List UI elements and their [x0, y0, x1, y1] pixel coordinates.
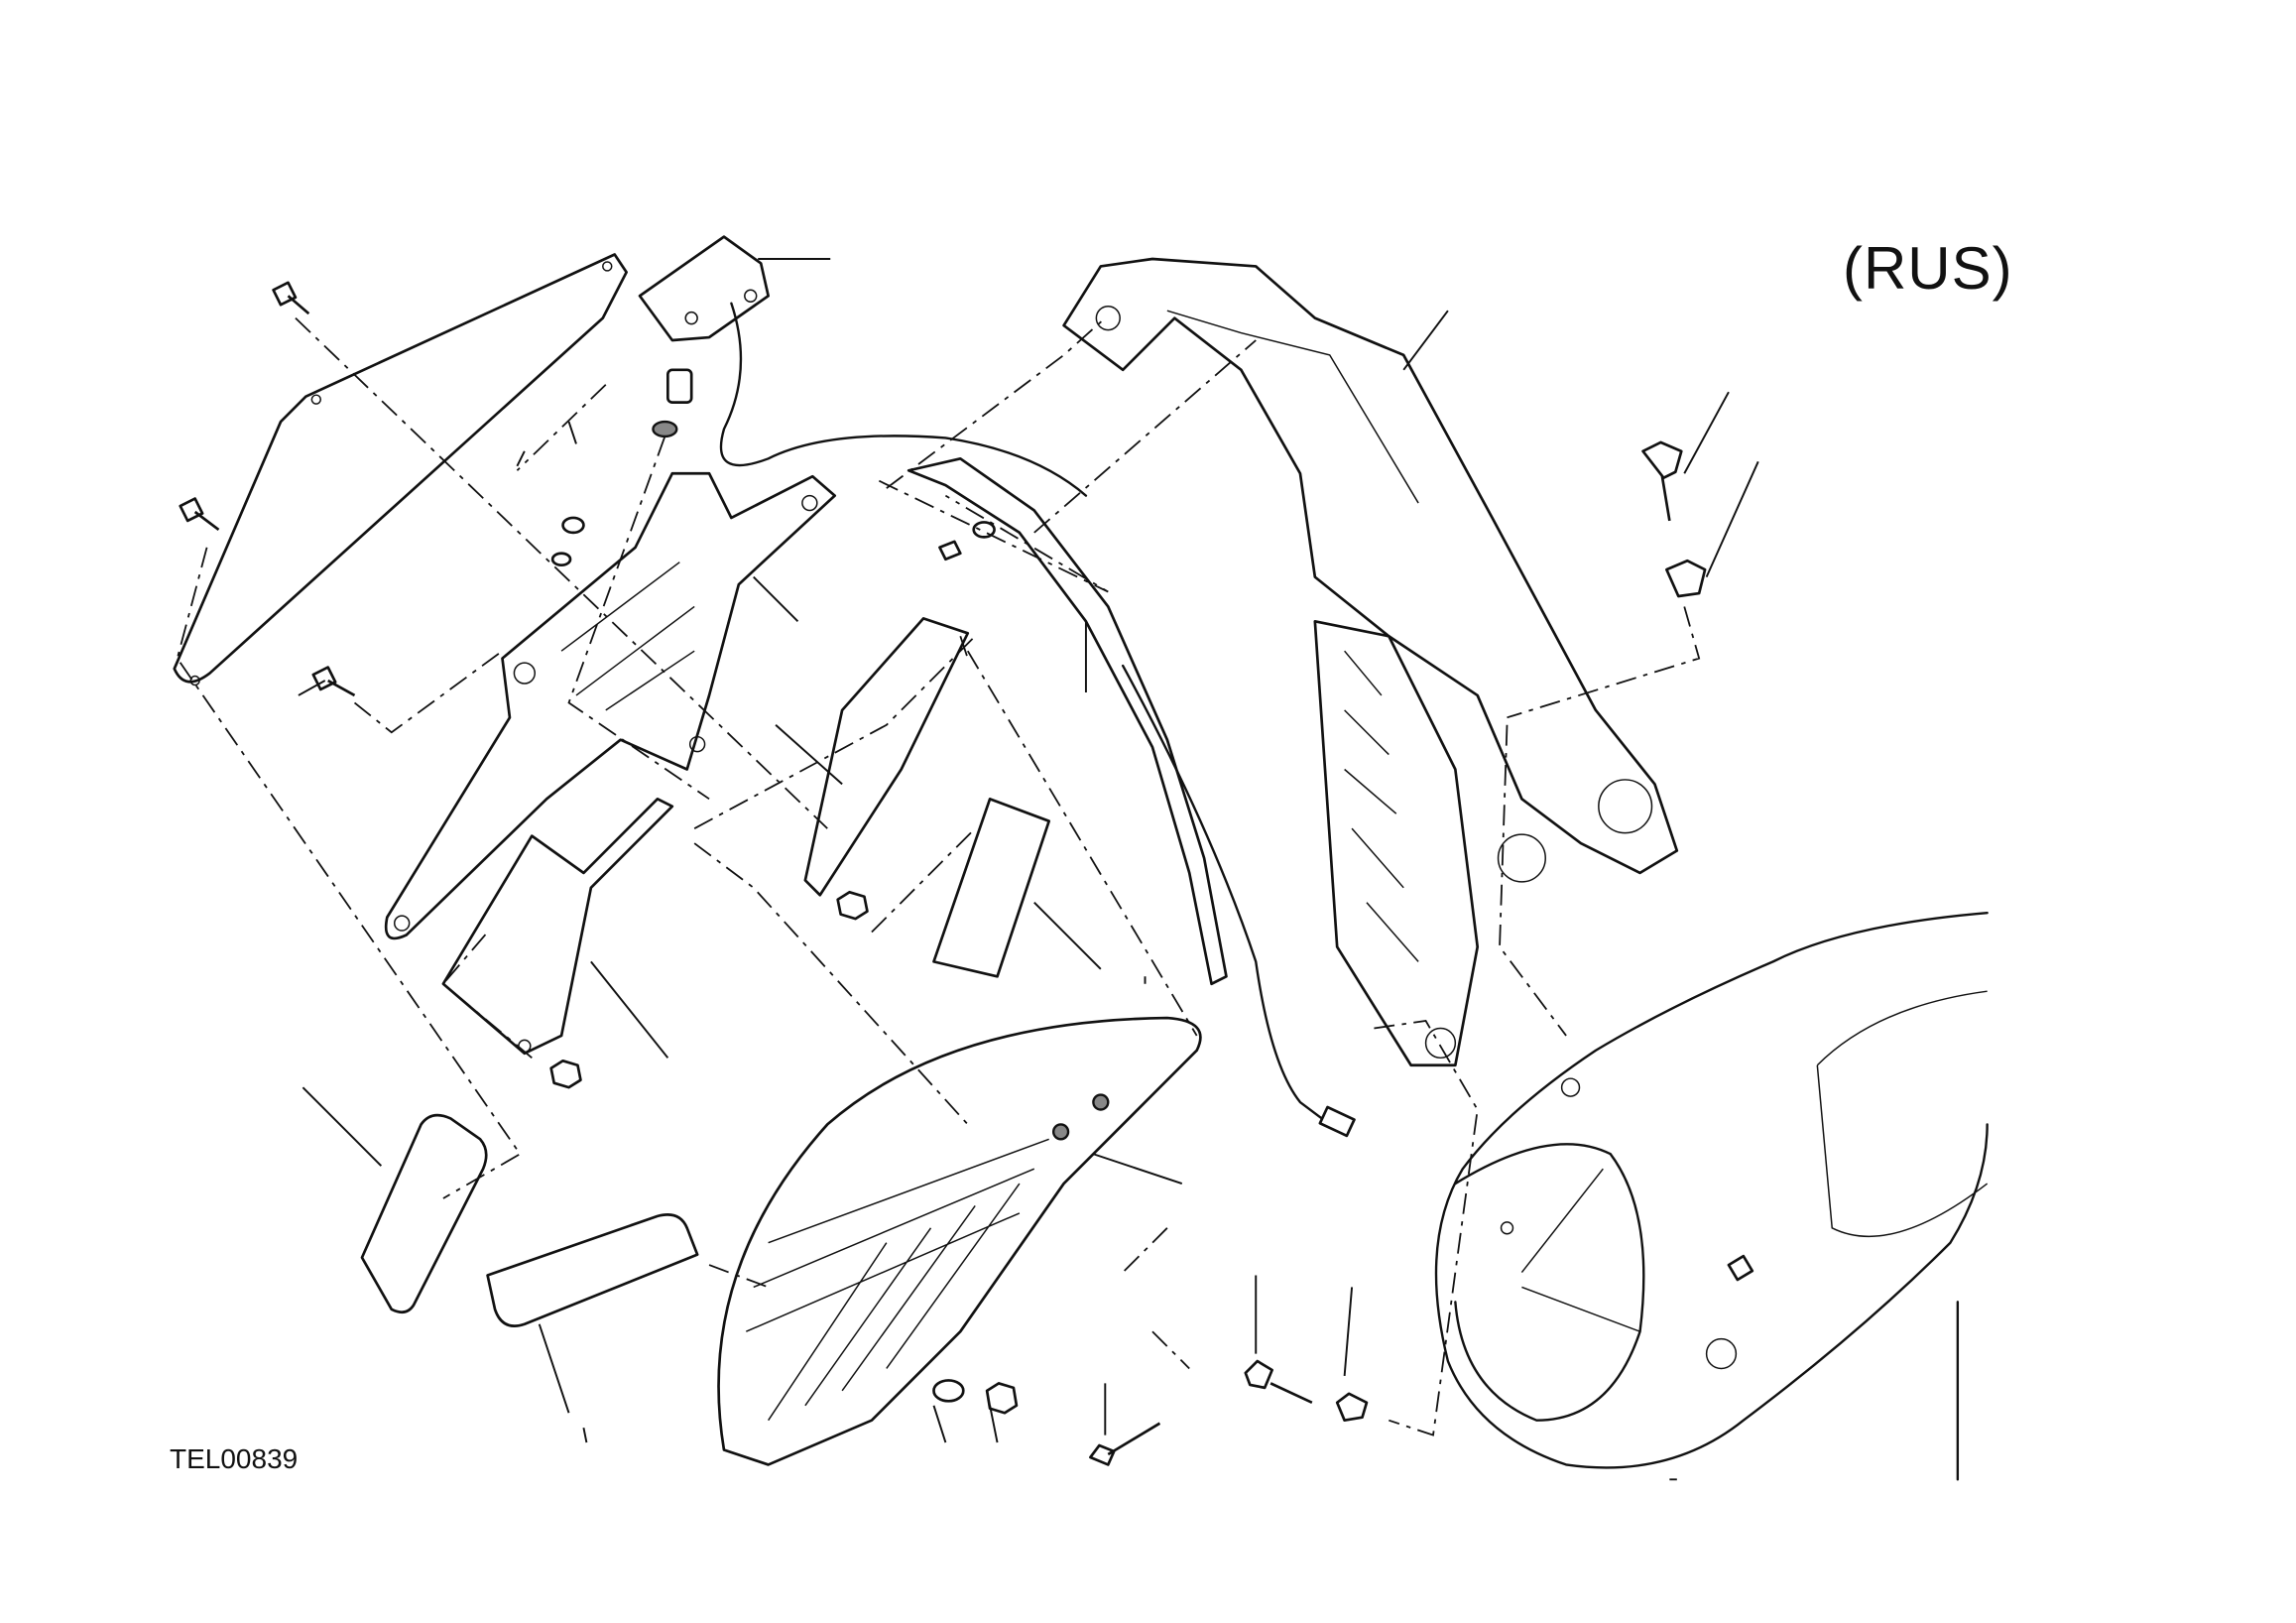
alignment-lines [176, 316, 1701, 1436]
nut [549, 890, 1019, 1415]
reflector-bracket [441, 617, 970, 1056]
leader-lines [298, 258, 1759, 1481]
variant-label: (RUS) [1843, 235, 2013, 302]
turn-signal [638, 235, 1088, 497]
license-plate [173, 253, 628, 687]
drawing-code: TEL00839 [170, 1443, 299, 1474]
wiring-harness [906, 456, 1356, 1138]
rear-fender [717, 1016, 1202, 1466]
spacer [550, 368, 693, 567]
bolt [938, 440, 1707, 1466]
plate-holder-bracket [384, 471, 837, 940]
reflector [360, 797, 1051, 1327]
bolt [179, 281, 356, 697]
frame-subframe [1434, 911, 1989, 1481]
rear-grab-rail [1062, 257, 1679, 1067]
